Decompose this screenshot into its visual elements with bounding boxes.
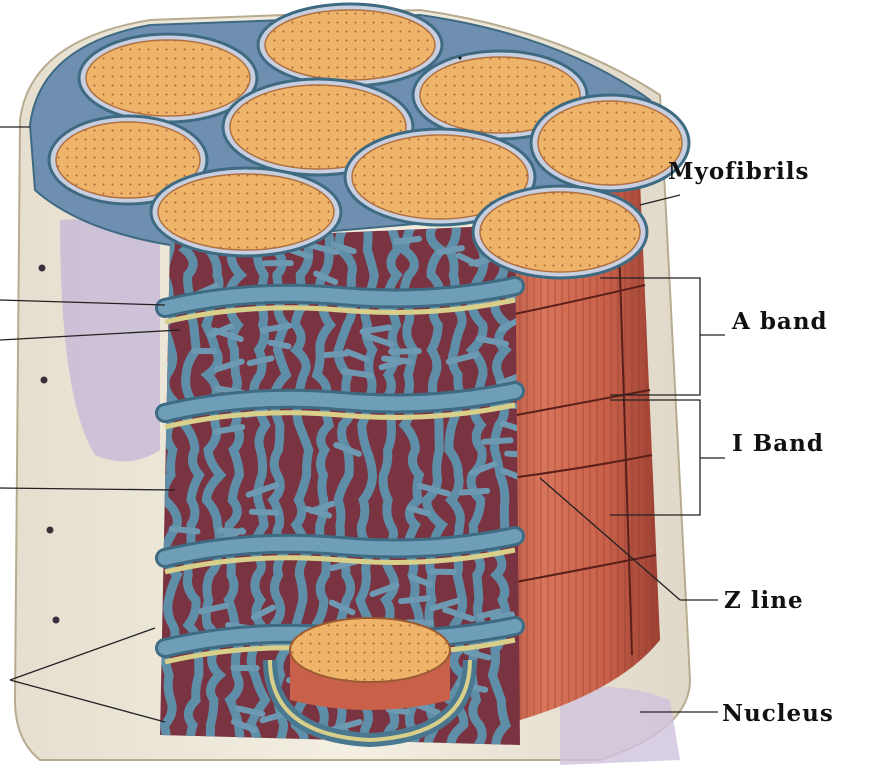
reticulum-link xyxy=(461,491,487,493)
myofibril-top xyxy=(86,40,250,116)
reticulum-link xyxy=(344,371,371,375)
label-myofibrils: Myofibrils xyxy=(668,158,809,185)
myofibril-top xyxy=(158,174,334,250)
reticulum-link xyxy=(389,710,408,713)
myofibril-top xyxy=(538,101,682,185)
reticulum-link xyxy=(384,359,410,362)
label-nucleus: Nucleus xyxy=(722,700,834,727)
label-z-line: Z line xyxy=(724,587,804,614)
reticulum-link xyxy=(484,440,510,442)
reticulum-link xyxy=(363,327,389,331)
label-a-band: A band xyxy=(732,308,828,335)
reticulum-link xyxy=(172,529,198,532)
reticulum-link xyxy=(391,351,419,352)
reticulum-link xyxy=(396,239,419,242)
myofibril-top xyxy=(265,10,435,80)
label-i-band: I Band xyxy=(732,430,824,457)
reticulum-link xyxy=(401,598,428,601)
reticulum-link xyxy=(252,512,277,513)
reticulum-link xyxy=(270,343,288,347)
reticulum-link xyxy=(439,248,462,252)
reticulum-link xyxy=(326,353,346,354)
myofibril-top xyxy=(480,192,640,272)
